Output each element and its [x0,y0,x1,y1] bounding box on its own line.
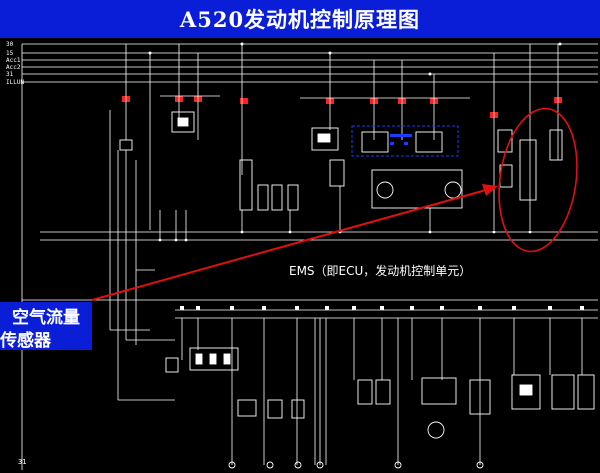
lower-components [165,347,595,419]
blue-connector-marks [390,134,412,145]
page-title: A520发动机控制原理图 [179,7,421,32]
wiring-schematic [21,42,598,470]
page-number: 31 [18,458,27,466]
lower-wires [181,318,583,465]
left-wiring [21,44,175,470]
ems-label: EMS（即ECU，发动机控制单元） [289,264,472,278]
feed-wires [125,44,559,230]
blue-connector-box [351,125,459,157]
ecu-upper-bus [40,186,598,241]
rail-label-illun: ILLUN [6,79,25,86]
rail-label-30: 30 [6,41,14,48]
motor-symbols [376,181,462,199]
relay-components [119,111,563,211]
ecu-lower-bus [22,299,598,319]
power-rails [22,43,598,83]
callout-label-line2: 传感器 [0,331,51,351]
rail-label-15: 15 [6,50,14,57]
callout-arrowhead [482,184,498,196]
callout-arrow-line [91,189,487,301]
callout-box [0,302,92,350]
lower-round-components [228,421,484,469]
rail-label-acc1: Acc1 [6,57,21,64]
title-bar [0,0,600,38]
ecu-upper-pins [158,230,532,242]
rail-label-acc2: Acc2 [6,64,21,71]
callout-label-line1: 空气流量 [12,308,80,328]
fuses [122,96,562,118]
ecu-lower-pins [180,306,584,310]
highlight-ellipse [498,107,578,253]
rail-junctions [148,42,562,76]
rail-label-31: 31 [6,71,14,78]
